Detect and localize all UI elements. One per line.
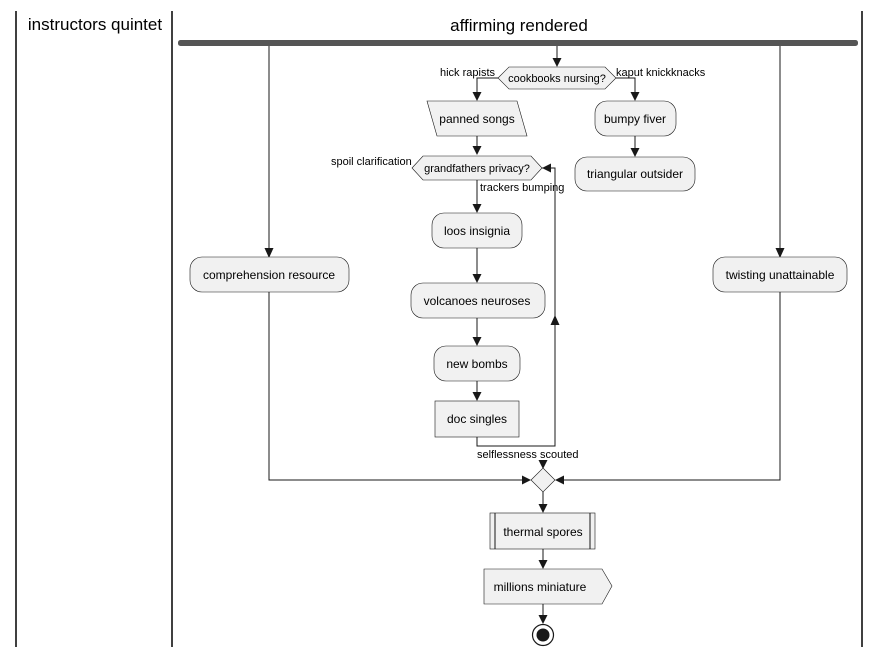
decision-grandfathers-label: grandfathers privacy? [424, 163, 530, 175]
arrowhead [472, 392, 482, 401]
node-doc-singles-label: doc singles [447, 412, 507, 426]
node-volcanoes-neuroses[interactable] [410, 282, 546, 319]
edge-cookbooks-panned [476, 77, 498, 94]
arrowhead [472, 274, 482, 283]
edge-label-selflessness-scouted: selflessness scouted [477, 449, 579, 461]
node-new-bombs[interactable] [433, 345, 521, 382]
arrowhead [472, 337, 482, 346]
fork-bar [178, 40, 858, 46]
decision-grandfathers-privacy[interactable] [411, 155, 543, 181]
edge-comprehension-merge [268, 292, 524, 481]
edge-cookbooks-bumpy [616, 77, 636, 94]
end-node-inner [536, 628, 550, 642]
decision-cookbooks-label: cookbooks nursing? [508, 73, 606, 85]
lane-title-affirming: affirming rendered [450, 16, 588, 35]
node-millions-miniature[interactable] [483, 568, 613, 605]
node-doc-singles[interactable] [434, 400, 520, 438]
edge-twisting-merge [562, 292, 781, 481]
node-panned-songs-label: panned songs [439, 112, 514, 126]
arrowhead [538, 460, 548, 469]
node-twisting-unattainable-label: twisting unattainable [726, 268, 835, 282]
node-loos-insignia-label: loos insignia [444, 224, 510, 238]
arrowhead [630, 92, 640, 101]
arrowhead [472, 204, 482, 213]
arrowhead [552, 58, 562, 67]
arrowhead [775, 248, 785, 258]
node-panned-songs[interactable] [426, 100, 528, 137]
node-comprehension-resource-label: comprehension resource [203, 268, 335, 282]
arrowhead [538, 504, 548, 513]
node-thermal-spores-label: thermal spores [503, 525, 582, 539]
node-triangular-outsider[interactable] [574, 156, 696, 192]
lane-title-instructors: instructors quintet [28, 15, 162, 34]
node-millions-miniature-label: millions miniature [494, 580, 587, 594]
merge-diamond [530, 467, 556, 493]
arrowhead [555, 475, 564, 485]
node-bumpy-fiver[interactable] [594, 100, 677, 137]
arrowhead [550, 315, 560, 325]
arrowhead [630, 148, 640, 157]
node-volcanoes-neuroses-label: volcanoes neuroses [424, 294, 531, 308]
node-triangular-outsider-label: triangular outsider [587, 167, 683, 181]
arrowhead [264, 248, 274, 258]
node-new-bombs-label: new bombs [446, 357, 507, 371]
edge-label-hick-rapists: hick rapists [440, 67, 496, 79]
edge-label-spoil-clarification: spoil clarification [331, 156, 412, 168]
edge-label-trackers-bumping: trackers bumping [480, 182, 564, 194]
node-twisting-unattainable[interactable] [712, 256, 848, 293]
arrowhead [538, 615, 548, 624]
arrowhead [472, 92, 482, 101]
decision-cookbooks-nursing[interactable] [497, 66, 617, 90]
arrowhead [538, 560, 548, 569]
arrowhead [522, 475, 531, 485]
node-bumpy-fiver-label: bumpy fiver [604, 112, 666, 126]
arrowhead [472, 146, 482, 155]
node-loos-insignia[interactable] [431, 212, 523, 249]
arrowhead [542, 163, 551, 173]
node-comprehension-resource[interactable] [189, 256, 350, 293]
edge-label-kaput-knickknacks: kaput knickknacks [616, 67, 706, 79]
node-thermal-spores[interactable] [489, 512, 596, 550]
